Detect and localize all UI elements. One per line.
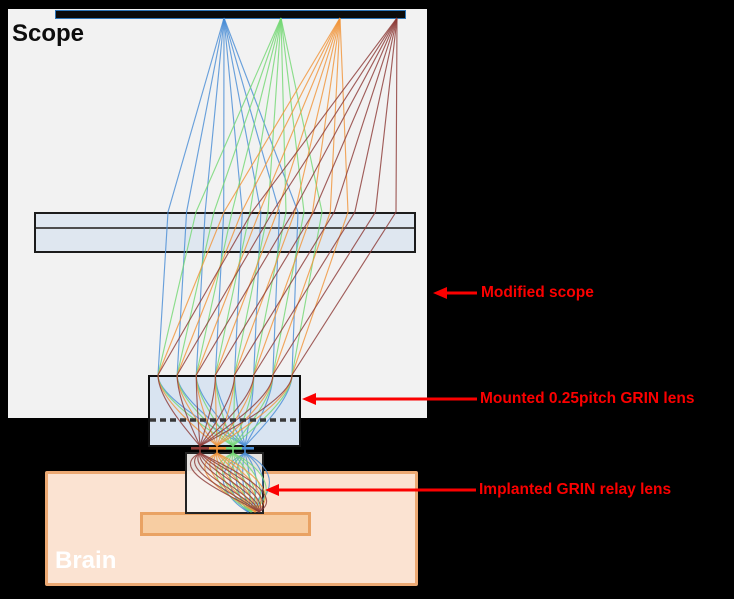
lens-divider <box>36 227 414 229</box>
annotation-implanted-relay-lens: Implanted GRIN relay lens <box>479 481 672 498</box>
focus-spot-green <box>224 447 242 450</box>
objective-lens <box>34 212 416 253</box>
annotation-modified-scope: Modified scope <box>481 284 594 301</box>
focus-spot-blue <box>236 447 254 450</box>
focus-spots <box>191 447 254 450</box>
implant-target-bar <box>140 512 311 536</box>
arrow-modified-scope <box>433 287 477 299</box>
focus-spot-dark-red <box>191 447 209 450</box>
implanted-relay-lens-box <box>185 452 264 514</box>
sensor-bar <box>55 10 406 19</box>
focus-spot-orange <box>208 447 226 450</box>
annotation-mounted-grin-lens: Mounted 0.25pitch GRIN lens <box>480 390 695 407</box>
scope-label: Scope <box>12 20 85 47</box>
brain-label: Brain <box>55 547 117 574</box>
mounted-grin-lens-box <box>148 375 301 447</box>
